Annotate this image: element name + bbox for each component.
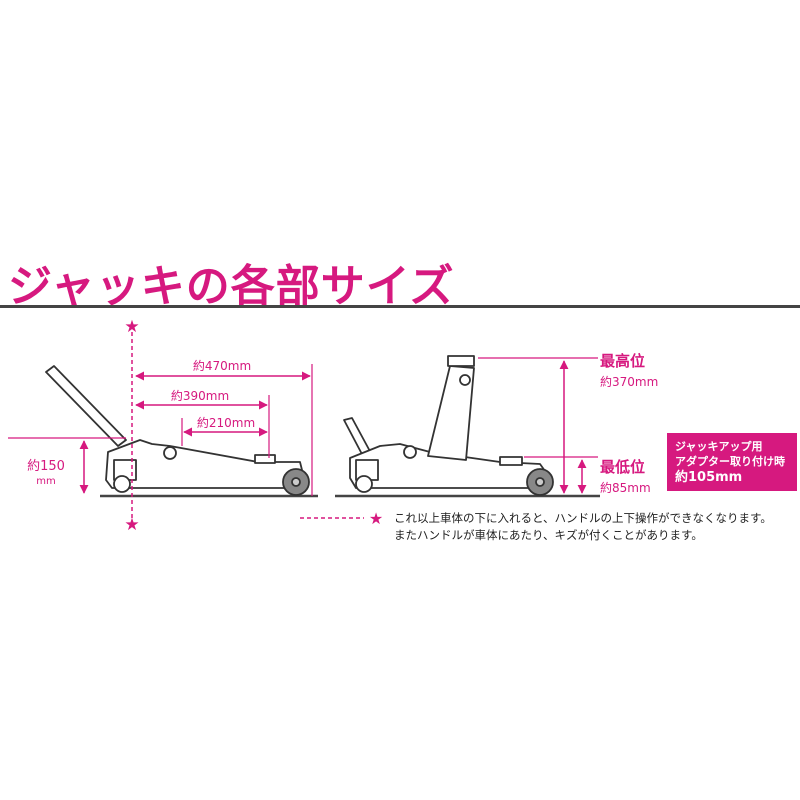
min-height-label: 最低位: [600, 458, 645, 476]
adapter-note-line2: アダプター取り付け時: [675, 455, 785, 468]
adapter-note-line1: ジャッキアップ用: [675, 440, 763, 453]
warning-line2: またハンドルが車体にあたり、キズが付くことがあります。: [394, 528, 703, 542]
page-title: ジャッキの各部サイズ: [8, 261, 455, 312]
saddle-raised: [447, 355, 475, 367]
star-mark-bottom: ★: [124, 515, 139, 535]
dimension-label-150: 約150: [27, 459, 65, 474]
jack-lowered-illustration: [45, 365, 310, 496]
min-height-value: 約85mm: [600, 480, 651, 495]
legend-star: ★: [369, 509, 383, 528]
front-wheel-hub-raised: [535, 477, 545, 487]
dimension-label-470: 約470mm: [193, 358, 251, 373]
warning-line1: これ以上車体の下に入れると、ハンドルの上下操作ができなくなります。: [394, 511, 772, 525]
arm-pivot-raised: [459, 374, 471, 386]
adapter-note-box: ジャッキアップ用 アダプター取り付け時 約105mm: [667, 433, 797, 491]
rear-caster-raised: [355, 475, 373, 493]
handle-lowered: [45, 365, 127, 447]
jack-body-lowered: [105, 439, 305, 489]
jack-raised-illustration: [343, 355, 554, 496]
front-wheel-hub-lowered: [291, 477, 301, 487]
dimension-label-390: 約390mm: [171, 388, 229, 403]
adapter-note-value: 約105mm: [675, 470, 743, 485]
saddle-low-raised: [499, 456, 523, 466]
title-divider: [0, 305, 800, 308]
max-height-label: 最高位: [600, 352, 645, 370]
warning-note: これ以上車体の下に入れると、ハンドルの上下操作ができなくなります。 またハンドル…: [394, 510, 794, 544]
saddle-lowered: [254, 454, 276, 464]
dimension-unit-150: mm: [36, 476, 55, 487]
max-height-value: 約370mm: [600, 374, 658, 389]
star-mark-top: ★: [124, 317, 139, 337]
rear-caster-lowered: [113, 475, 131, 493]
pivot-lowered: [163, 446, 177, 460]
dimension-label-210: 約210mm: [197, 415, 255, 430]
jack-body-raised: [349, 443, 551, 489]
pivot-raised: [403, 445, 417, 459]
lift-arm-raised: [427, 365, 475, 461]
